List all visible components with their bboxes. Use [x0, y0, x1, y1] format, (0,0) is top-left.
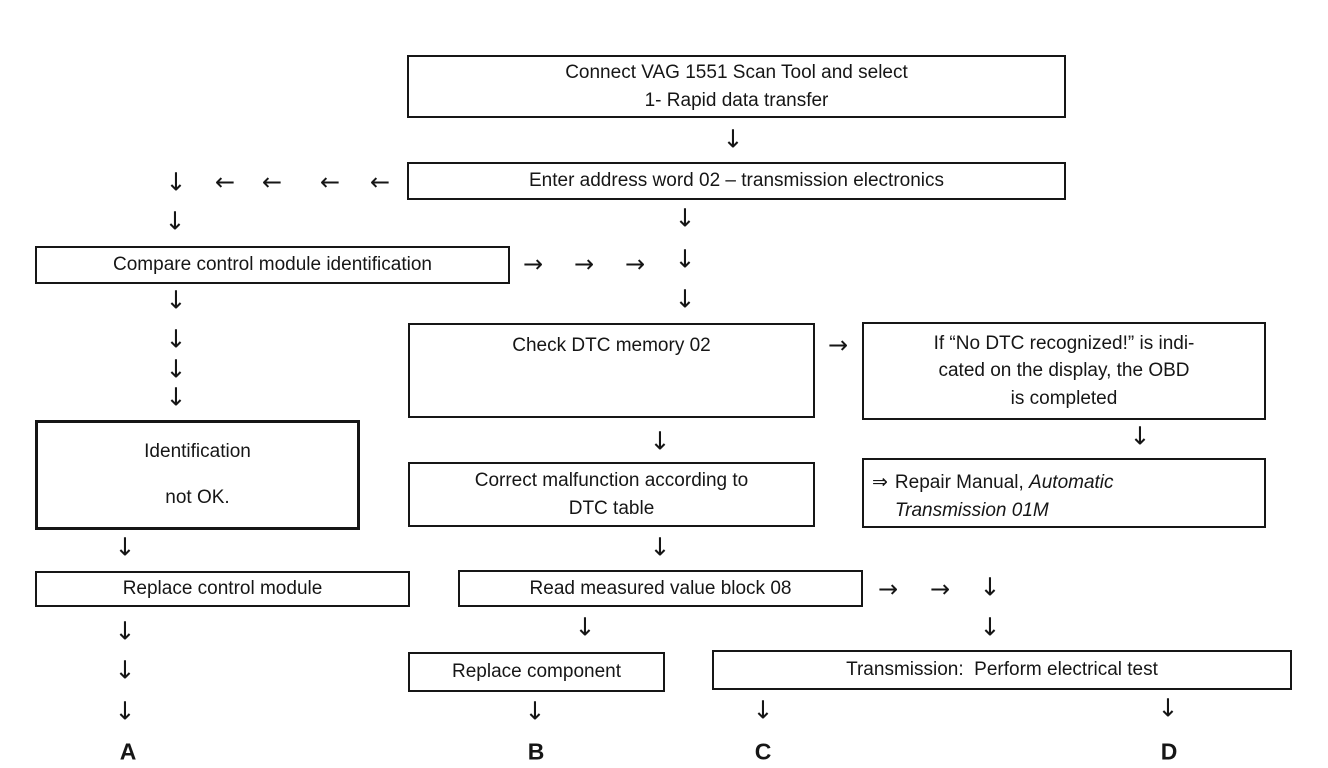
down-arrow: ↓ — [979, 612, 1001, 642]
replace-component-label: Replace component — [452, 661, 621, 683]
down-arrow: ↓ — [164, 206, 186, 236]
repair-manual-text: Repair Manual, Automatic Transmission 01… — [895, 469, 1205, 524]
right-arrow: → — [522, 250, 544, 278]
box-identification-not-ok: Identification not OK. — [35, 420, 360, 530]
box-enter-address-word: Enter address word 02 – transmission ele… — [407, 162, 1066, 200]
down-arrow: ↓ — [165, 285, 187, 315]
box-replace-component: Replace component — [408, 652, 665, 692]
outlet-label-b: B — [527, 738, 545, 765]
right-arrow: → — [929, 575, 951, 603]
down-arrow: ↓ — [674, 284, 696, 314]
down-arrow: ↓ — [165, 354, 187, 384]
repair-manual-title: Automatic Transmission 01M — [894, 472, 1114, 521]
box-no-dtc-recognized: If “No DTC recognized!” is indi- cated o… — [862, 322, 1266, 420]
down-arrow: ↓ — [1157, 693, 1179, 723]
enter-address-label: Enter address word 02 – transmission ele… — [528, 170, 945, 192]
left-arrow: ← — [214, 168, 236, 196]
no-dtc-line1: If “No DTC recognized!” is indi- — [933, 332, 1195, 354]
compare-label: Compare control module identification — [113, 254, 432, 276]
down-arrow: ↓ — [114, 532, 136, 562]
no-dtc-line3: is completed — [1010, 387, 1118, 409]
box-transmission-electrical-test: Transmission: Perform electrical test — [712, 650, 1292, 690]
right-arrow: → — [624, 250, 646, 278]
down-arrow: ↓ — [114, 696, 136, 726]
box-compare-control-module: Compare control module identification — [35, 246, 510, 284]
double-right-arrow-icon: ⇒ — [872, 471, 888, 493]
box-repair-manual-reference: ⇒ Repair Manual, Automatic Transmission … — [862, 458, 1266, 528]
down-arrow: ↓ — [649, 532, 671, 562]
replace-module-label: Replace control module — [122, 578, 323, 600]
repair-manual-prefix: Repair Manual, — [894, 472, 1030, 493]
down-arrow: ↓ — [1129, 421, 1151, 451]
check-dtc-label: Check DTC memory 02 — [512, 335, 711, 356]
identification-line2: not OK. — [165, 487, 230, 508]
down-arrow: ↓ — [114, 655, 136, 685]
right-arrow: → — [827, 331, 849, 359]
read-block-label: Read measured value block 08 — [529, 577, 792, 599]
down-arrow: ↓ — [524, 696, 546, 726]
transmission-test-label: Transmission: Perform electrical test — [846, 659, 1158, 681]
down-arrow: ↓ — [165, 324, 187, 354]
down-arrow: ↓ — [114, 616, 136, 646]
down-arrow: ↓ — [752, 695, 774, 725]
connect-line1: Connect VAG 1551 Scan Tool and select — [565, 61, 908, 83]
down-arrow: ↓ — [649, 426, 671, 456]
left-arrow: ← — [319, 168, 341, 196]
connect-line2: 1- Rapid data transfer — [644, 89, 829, 111]
box-read-measured-value: Read measured value block 08 — [458, 570, 863, 607]
right-arrow: → — [877, 575, 899, 603]
down-arrow: ↓ — [574, 612, 596, 642]
down-arrow: ↓ — [165, 382, 187, 412]
box-check-dtc-memory: Check DTC memory 02 — [408, 323, 815, 418]
box-correct-malfunction: Correct malfunction according to DTC tab… — [408, 462, 815, 527]
down-arrow: ↓ — [674, 244, 696, 274]
left-arrow: ← — [369, 168, 391, 196]
correct-malfunction-line1: Correct malfunction according to — [474, 469, 749, 491]
outlet-label-a: A — [119, 738, 137, 765]
outlet-label-c: C — [754, 738, 772, 765]
outlet-label-d: D — [1160, 738, 1178, 765]
no-dtc-line2: cated on the display, the OBD — [938, 360, 1190, 382]
down-arrow: ↓ — [722, 124, 744, 154]
box-replace-control-module: Replace control module — [35, 571, 410, 607]
right-arrow: → — [573, 250, 595, 278]
left-arrow: ← — [261, 168, 283, 196]
identification-line1: Identification — [144, 441, 251, 463]
box-connect-scan-tool: Connect VAG 1551 Scan Tool and select 1-… — [407, 55, 1066, 118]
down-arrow: ↓ — [674, 203, 696, 233]
correct-malfunction-line2: DTC table — [568, 497, 655, 519]
down-arrow: ↓ — [979, 572, 1001, 602]
down-arrow: ↓ — [165, 167, 187, 197]
